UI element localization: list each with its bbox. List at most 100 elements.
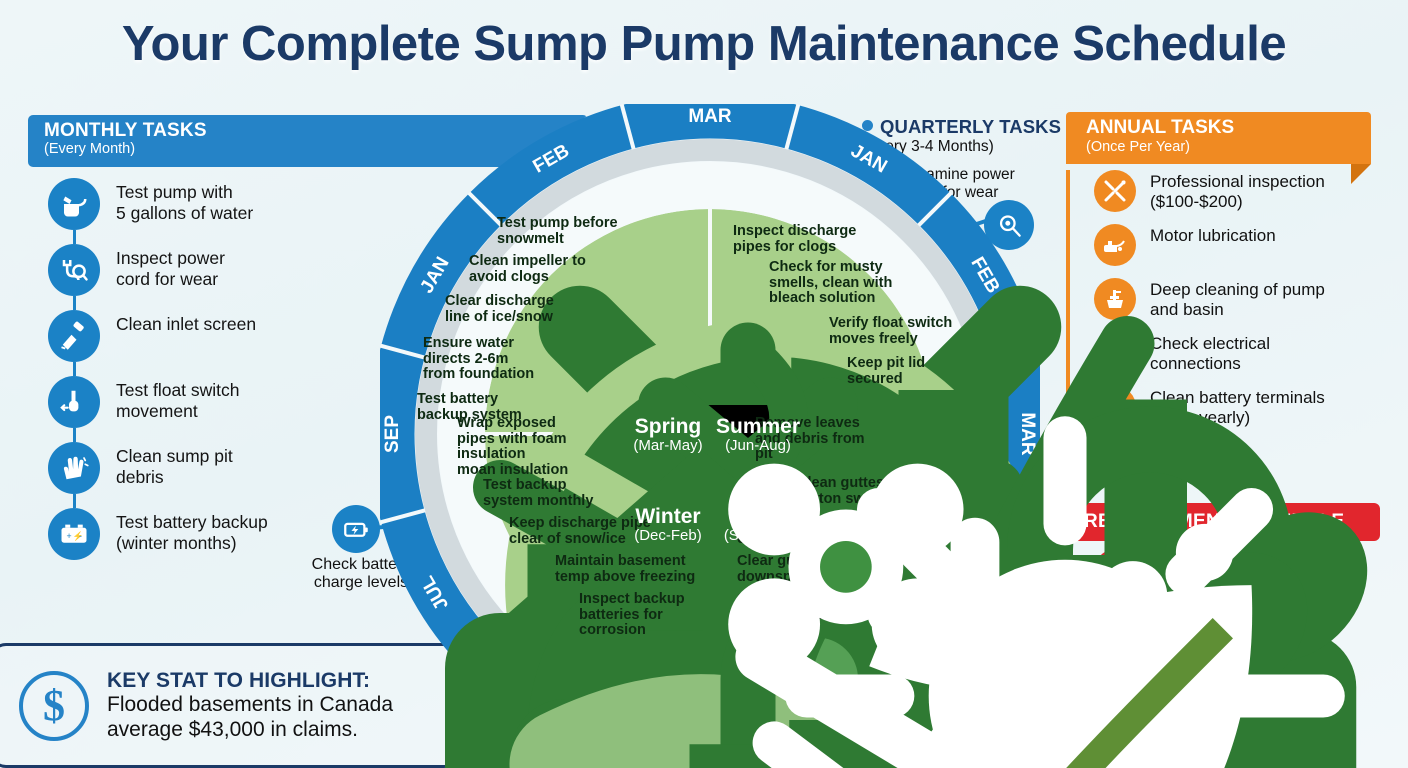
pipe-icon [706, 225, 1174, 748]
battery-charge-icon-bubble[interactable] [332, 505, 380, 553]
watering-can-icon [48, 178, 100, 230]
snowflake-icon [418, 295, 1023, 768]
blossom-icon [645, 366, 1234, 768]
season-months: (Jun-Aug) [725, 437, 791, 454]
foam-roll-icon [430, 417, 994, 768]
tools-icon [1094, 170, 1136, 212]
battery-icon [456, 479, 1061, 768]
connector-line [73, 296, 76, 310]
annual-header-subtitle: (Once Per Year) [1086, 139, 1190, 155]
battery-icon [390, 393, 995, 768]
annual-task-label: Motor lubrication [1150, 226, 1276, 245]
snowflake-icon [645, 456, 1215, 768]
monthly-header-subtitle: (Every Month) [44, 140, 136, 157]
season-name: Summer [715, 415, 801, 438]
season-label-spring: Spring (Mar-May) [620, 366, 1234, 768]
page-title: Your Complete Sump Pump Maintenance Sche… [121, 17, 1287, 71]
connector-line [73, 362, 76, 376]
float-switch-icon [48, 376, 100, 428]
season-months: (Dec-Feb) [634, 527, 702, 544]
month-ring-divider [619, 104, 636, 150]
season-label-winter: Winter (Dec-Feb) [620, 456, 1215, 768]
leaf-icon [735, 456, 1253, 768]
magnifier-icon-bubble[interactable] [984, 200, 1034, 250]
battery-charge-icon [343, 522, 368, 537]
season-months: (Sep-Nov) [723, 527, 793, 544]
key-stat-box: $ KEY STAT TO HIGHLIGHT: Flooded basemen… [0, 643, 460, 768]
dollar-coin-icon: $ [19, 670, 89, 741]
annual-task-row[interactable]: Motor lubrication [1070, 224, 1396, 266]
svg-text:-: - [79, 531, 82, 541]
monthly-task-row[interactable]: Clean inlet screen [48, 310, 358, 376]
monthly-header-title: MONTHLY TASKS [44, 120, 207, 141]
pump-basin-icon [1094, 278, 1136, 320]
season-label-fall: Fall (Sep-Nov) [710, 456, 1253, 768]
bullet-dot-icon [862, 120, 873, 131]
month-label: MAR [1017, 412, 1038, 456]
connector-line [73, 494, 76, 508]
house-drain-icon [396, 337, 919, 768]
annual-tasks-header: ANNUAL TASKS (Once Per Year) [1066, 112, 1371, 184]
month-ring-divider [467, 191, 503, 227]
power-cord-magnifier-icon [48, 244, 100, 296]
monthly-tasks-header: MONTHLY TASKS (Every Month) [28, 115, 588, 167]
monthly-task-label: Test battery backup(winter months) [116, 512, 268, 553]
svg-text:⚡: ⚡ [73, 531, 84, 542]
annual-header-title: ANNUAL TASKS [1086, 117, 1235, 138]
annual-task-label: Professional inspection($100-$200) [1150, 172, 1325, 211]
seasonal-maintenance-wheel: MARJANFEBMARAPRDECNOVOCTJULSEPJANFEB Tes… [380, 104, 1368, 768]
season-label-summer: Summer (Jun-Aug) [710, 366, 1345, 768]
month-label: MAR [688, 106, 732, 127]
season-name: Fall [739, 505, 777, 528]
connector-line [73, 428, 76, 442]
nose-icon [742, 261, 1251, 768]
quarterly-top-title-text: QUARTERLY TASKS [880, 116, 1062, 137]
oil-can-icon [1094, 224, 1136, 266]
monthly-task-label: Clean inlet screen [116, 314, 257, 334]
thermometer-icon [528, 555, 1023, 768]
battery-corrosion-icon [552, 593, 1075, 768]
key-stat-title: KEY STAT TO HIGHLIGHT: [107, 668, 371, 692]
annual-task-row[interactable]: Professional inspection($100-$200) [1070, 170, 1396, 212]
monthly-task-row[interactable]: +⚡- Test battery backup(winter months) [48, 508, 358, 560]
pipe-snow-icon [482, 517, 1082, 768]
battery-icon: +⚡- [48, 508, 100, 560]
month-ring-divider [380, 343, 426, 360]
magnifier-icon [999, 214, 1021, 237]
annual-header-tail [1351, 164, 1371, 184]
tools-icon [470, 217, 1062, 768]
